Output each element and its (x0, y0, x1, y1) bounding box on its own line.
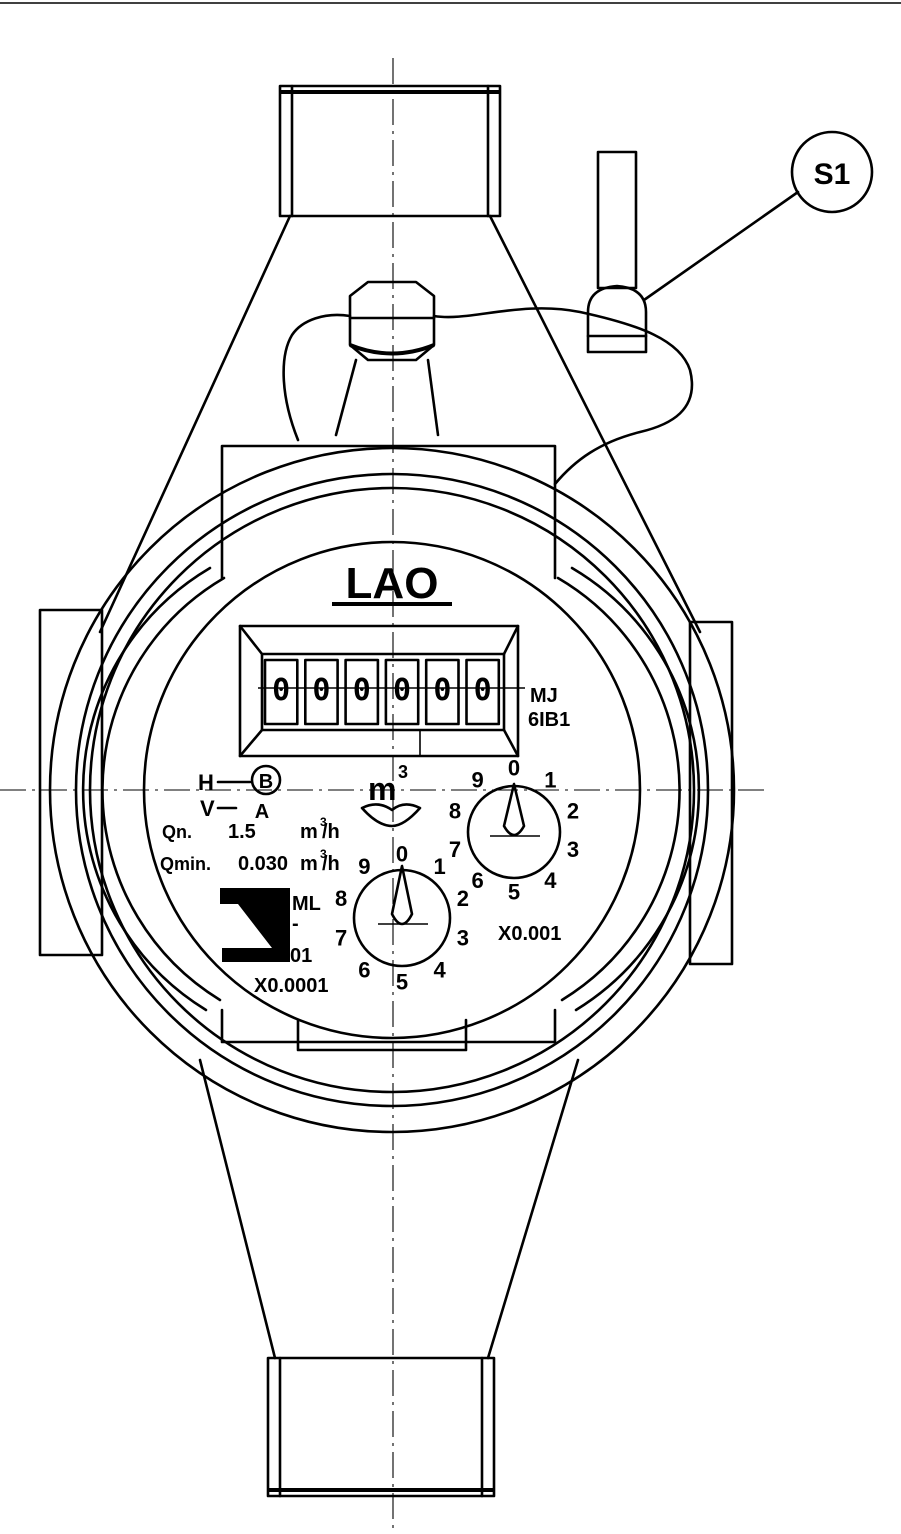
dial-number: 2 (457, 886, 469, 911)
dial-number: 0 (508, 756, 520, 781)
dial-number: 1 (544, 768, 556, 793)
inlet-connector (278, 84, 502, 218)
qmin-unit-m: m (300, 853, 318, 875)
counter-digit: 0 (433, 673, 451, 708)
approval-line2: - (292, 913, 299, 935)
dial-number: 0 (396, 842, 408, 867)
approval-mark: ML - 01 (220, 888, 321, 967)
dial-number: 9 (471, 768, 483, 793)
dial-number: 2 (567, 799, 579, 824)
counter-digit-cell (424, 658, 460, 726)
dial-number: 9 (358, 854, 370, 879)
qn-unit-sup: 3 (320, 815, 327, 829)
hex-nut (334, 280, 440, 437)
seal-wire (282, 307, 694, 486)
counter-digit: 0 (353, 673, 371, 708)
approval-line1: ML (292, 893, 321, 915)
counter-digit-cell (384, 658, 420, 726)
counter-digit-cell (303, 658, 339, 726)
dial-number: 3 (457, 926, 469, 951)
callout-s1: S1 (642, 130, 874, 302)
mounting-v-label: V (200, 796, 215, 821)
approval-n-symbol (220, 888, 290, 962)
dial-number: 8 (449, 799, 461, 824)
dial-number: 8 (335, 886, 347, 911)
brand-logo-text: LAO (346, 559, 439, 608)
mounting-marks: H B V A (198, 764, 282, 823)
callout-label: S1 (814, 158, 851, 191)
qn-unit-m: m (300, 821, 318, 843)
unit-m: m (368, 771, 396, 807)
unit-sup: 3 (398, 762, 408, 782)
flow-specs: Qn. 1.5 m 3 /h Qmin. 0.030 m 3 /h (160, 815, 340, 875)
flow-arrow-symbol (360, 803, 422, 828)
counter-digit: 0 (312, 673, 330, 708)
center-lines (0, 58, 770, 1534)
meter-code-line1: MJ (530, 685, 558, 707)
dial-number: 3 (567, 837, 579, 862)
outlet-connector (266, 1356, 496, 1498)
dial-number: 6 (471, 868, 483, 893)
meter-code-line2: 6IB1 (528, 709, 570, 731)
dial-number: 5 (508, 880, 520, 905)
counter-digit: 0 (393, 673, 411, 708)
dial-number: 7 (335, 926, 347, 951)
mounting-h-symbol: B (259, 771, 273, 793)
counter-digit-cell (344, 658, 380, 726)
dial-small-multiplier: X0.0001 (254, 975, 329, 997)
counter-digit-cell (465, 658, 501, 726)
dial-number: 4 (433, 958, 446, 983)
dial-number: 1 (433, 854, 445, 879)
approval-line3: 01 (290, 945, 312, 967)
dial-large-multiplier: X0.001 (498, 923, 561, 945)
dial-number: 6 (358, 958, 370, 983)
dial-number: 7 (449, 837, 461, 862)
seal-pin (586, 150, 648, 354)
dial-number: 4 (544, 868, 557, 893)
counter-digit-cell (263, 658, 299, 726)
unit-label: m 3 (360, 762, 422, 828)
qn-value: 1.5 (228, 821, 256, 843)
meter-body (38, 214, 736, 1360)
qmin-value: 0.030 (238, 853, 288, 875)
counter-digit: 0 (272, 673, 290, 708)
qmin-unit-sup: 3 (320, 847, 327, 861)
qn-unit-rest: /h (322, 821, 340, 843)
counter-digit: 0 (474, 673, 492, 708)
brand-logo: LAO (332, 559, 452, 608)
mounting-v-symbol: A (255, 801, 269, 823)
qmin-label: Qmin. (160, 854, 211, 874)
qmin-unit-rest: /h (322, 853, 340, 875)
qn-label: Qn. (162, 822, 192, 842)
mounting-h-label: H (198, 770, 214, 795)
dial-number: 5 (396, 970, 408, 995)
